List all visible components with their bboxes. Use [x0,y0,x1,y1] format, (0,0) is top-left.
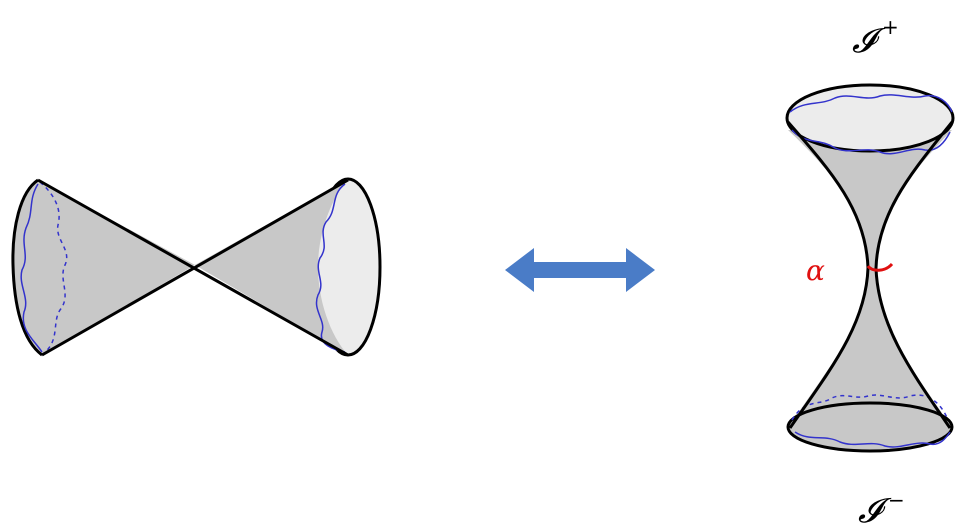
left-cone-surface [12,180,195,355]
scri-plus-label: 𝓘 + [852,15,899,61]
scri-plus-base: 𝓘 [852,21,886,61]
scri-minus-label: 𝓘 − [858,488,905,523]
scri-minus-sup: − [888,488,905,512]
bottom-blue-curve [794,431,951,448]
hourglass-body [788,130,952,425]
inner-blue-curve [791,129,951,155]
alpha-label: α [806,254,825,287]
cone-edges [37,178,349,357]
left-cone-rim [11,178,43,357]
left-cone-blue-curve [20,183,43,353]
double-cone [11,177,382,357]
scri-minus-base: 𝓘 [858,491,892,523]
right-cone-blue-curve [315,183,346,353]
top-opening [785,83,955,153]
double-headed-arrow-icon [505,248,655,292]
hourglass-surface [785,83,955,453]
bottom-hidden-curve [791,394,949,421]
hourglass-right-edge [874,121,954,429]
throat-curve [866,262,894,272]
left-cone-hidden-curve [39,181,68,354]
scri-plus-sup: + [882,15,899,39]
top-blue-curve [789,94,953,113]
